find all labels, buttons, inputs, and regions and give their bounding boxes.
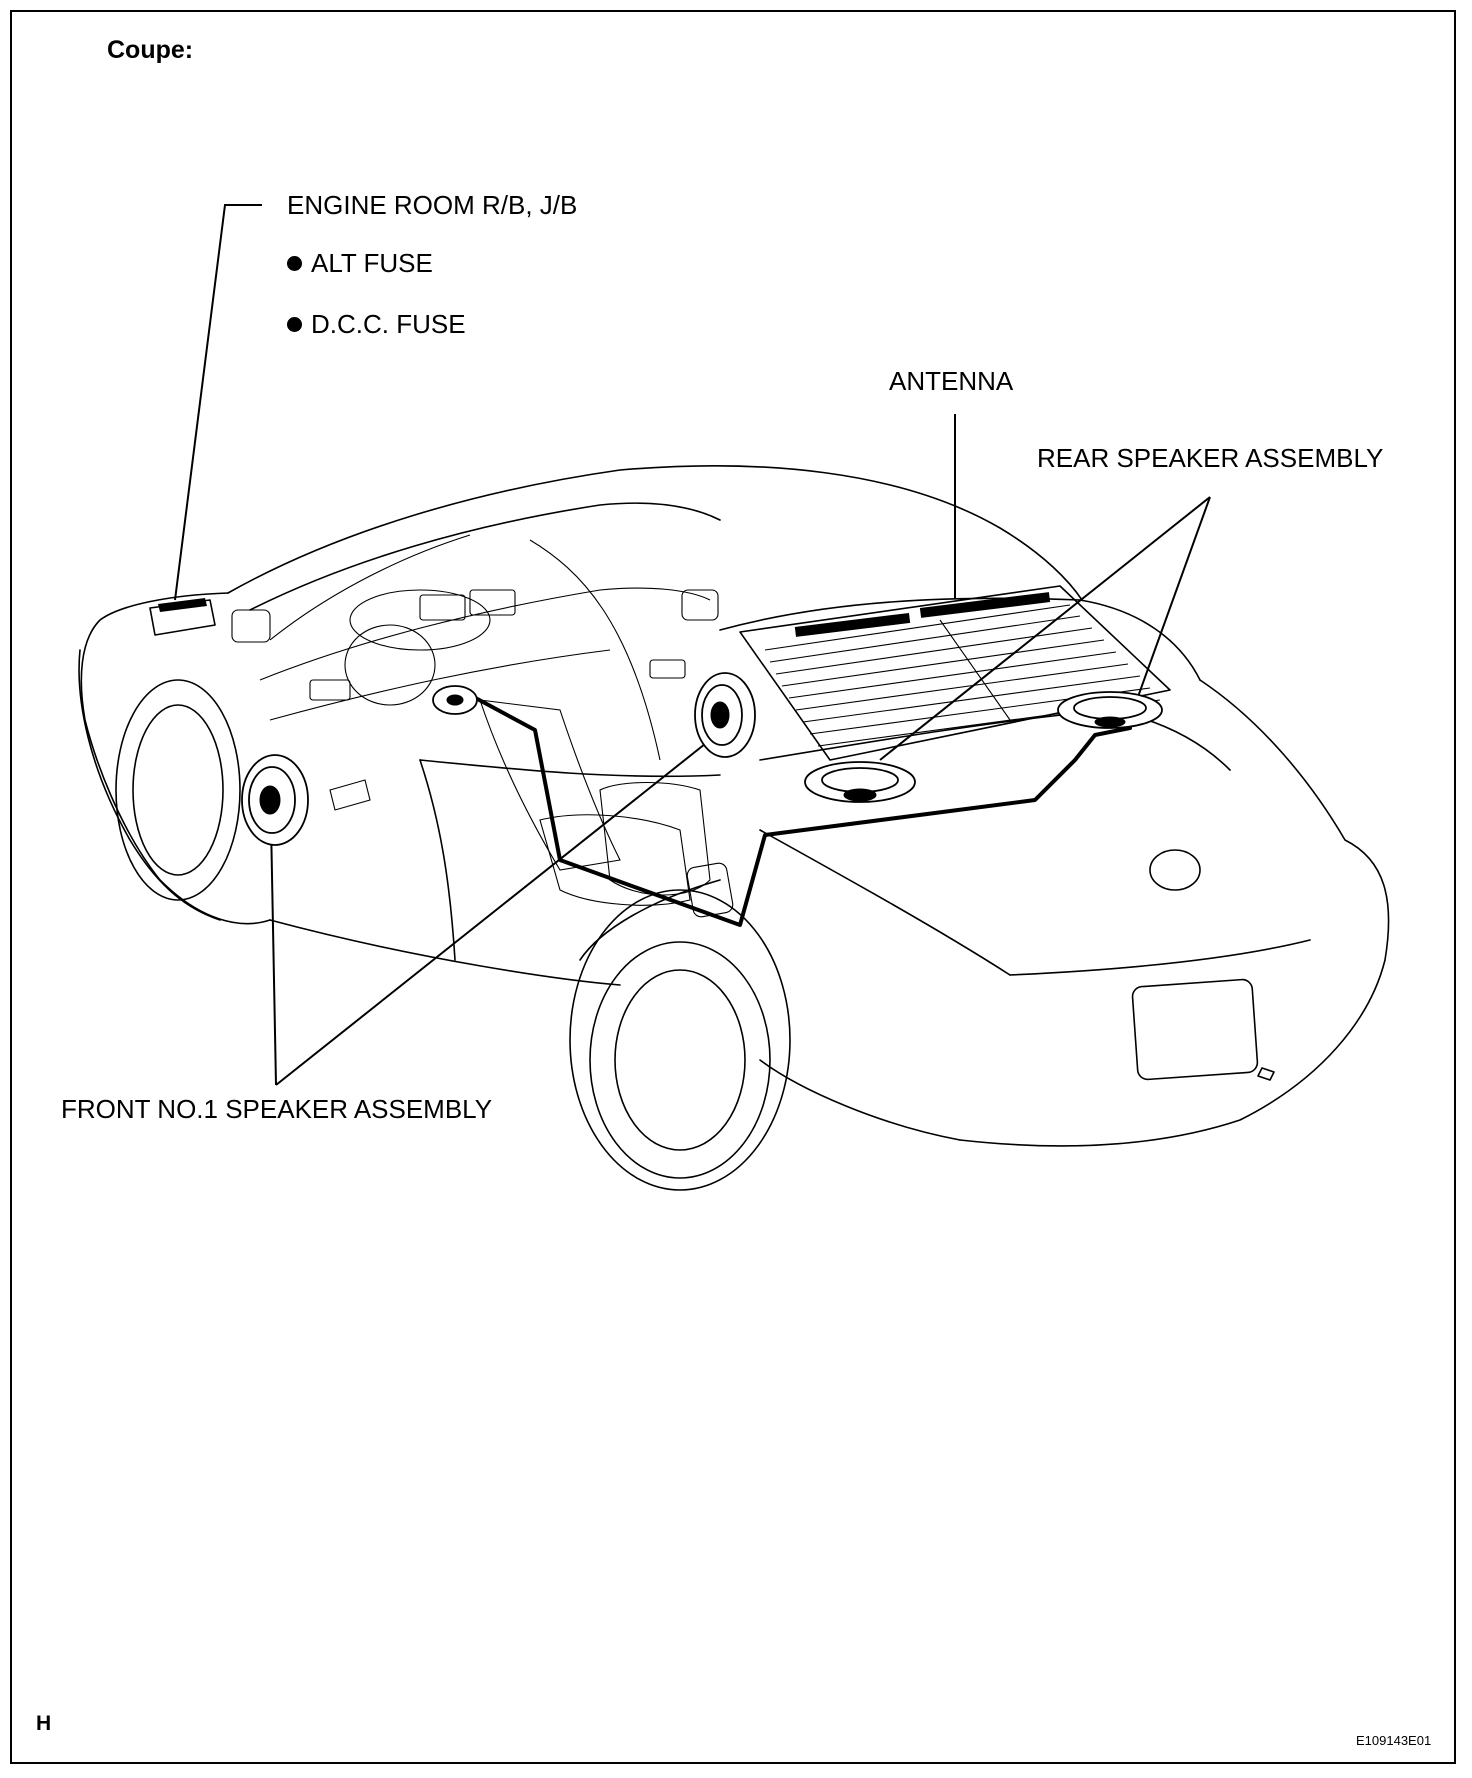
front-wheel-tire [115,679,241,901]
mirror-left [231,609,271,643]
rear-window [739,585,1171,761]
dash-unit-1 [419,594,466,621]
car-rear-bumper [759,1059,961,1141]
figure-code: E109143E01 [1356,1733,1432,1748]
seat-base [539,814,691,906]
car-body [78,465,1390,1147]
dashboard-lower [269,649,611,721]
audio-wire [468,693,1132,927]
rear-wheel-rim [614,969,746,1151]
steering-wheel [344,624,436,706]
vent-left [309,679,351,701]
car-roof [227,465,1083,601]
rear-speaker-right [1057,691,1163,729]
car-windshield-frame [249,502,721,611]
antenna-lead [939,619,1011,721]
front-speaker-right [694,672,756,758]
label-alt-fuse: ALT FUSE [311,248,433,278]
label-engine-room: ENGINE ROOM R/B, J/B [287,190,578,220]
leader-rear-speaker-right [1134,496,1211,706]
leader-front-speaker-right [275,739,711,1086]
exhaust [1257,1067,1275,1081]
car-rear-panel [1009,939,1311,976]
car-side-sill [269,919,621,986]
center-console [479,699,621,871]
label-dcc-fuse: D.C.C. FUSE [311,309,466,339]
label-rear-speaker: REAR SPEAKER ASSEMBLY [1037,443,1384,473]
antenna-element-left [794,612,911,637]
label-front-speaker: FRONT NO.1 SPEAKER ASSEMBLY [61,1094,493,1124]
engine-room-block-top [158,598,207,612]
engine-room-block [149,598,216,636]
dash-speaker [432,685,478,715]
car-rear-quarter [959,679,1390,1147]
leader-lines [174,204,1211,1086]
corner-mark: H [36,1712,52,1735]
a-pillar-left [269,534,471,641]
license-plate [1131,978,1259,1081]
pedals [329,779,371,811]
wheels [115,679,791,1191]
car-front-hood [80,592,271,925]
rear-window-outline [739,585,1171,761]
a-pillar-right [529,539,661,761]
label-dcc-fuse-row: D.C.C. FUSE [287,309,466,340]
leader-engine-room [174,204,262,601]
rear-speaker-left [804,761,916,803]
front-wheel-rim [132,704,224,876]
car-door-line [419,759,456,961]
interior [231,534,734,918]
car-trunk-lid [759,709,1231,771]
car-body-lower [579,879,721,961]
bullet-icon [287,316,302,332]
instrument-cluster [349,589,491,651]
leader-rear-speaker-left [879,496,1211,761]
diagram-frame [10,10,1456,1764]
label-alt-fuse-row: ALT FUSE [287,248,433,279]
bullet-icon [287,255,302,271]
label-antenna: ANTENNA [889,366,1014,396]
seat-back [599,782,711,896]
dash-unit-2 [469,589,516,616]
car-side-character [759,829,1011,976]
mirror-right [681,589,719,621]
trunk-emblem [1149,849,1201,891]
car-front-bumper [78,649,221,921]
dashboard [259,587,711,681]
car-door-top [419,759,721,778]
rear-wheel-tire [589,941,771,1179]
rear-wheel-arch [569,889,791,1191]
front-speaker-left [241,754,309,846]
section-title: Coupe: [107,36,194,64]
antenna-element-right [919,592,1051,618]
vent-right [649,659,686,679]
